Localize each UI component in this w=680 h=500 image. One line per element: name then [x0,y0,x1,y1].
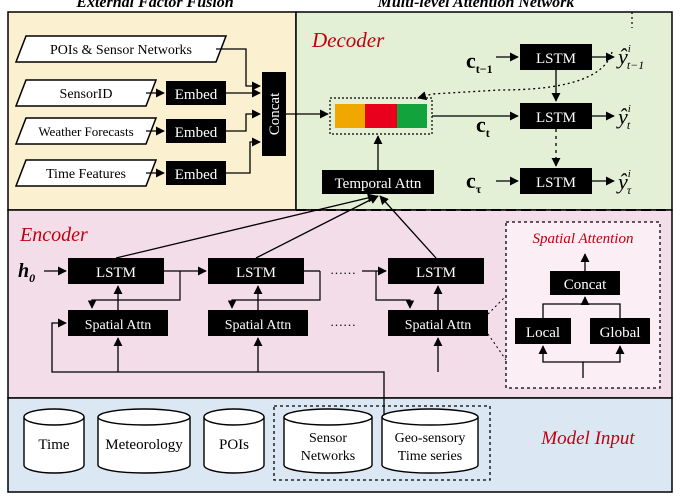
cylinder-label-line1: Geo-sensory [395,431,466,446]
spatial-attn-label: Spatial Attn [225,318,292,333]
external-input-time: Time Features [14,159,158,187]
global-box: Global [590,318,650,344]
lstm-label: LSTM [536,110,576,126]
lstm-label: LSTM [416,265,456,281]
external-input-sensorid: SensorID [14,79,158,107]
embed-box-time: Embed [166,161,226,185]
spatial-attn-box-1: Spatial Attn [68,310,168,336]
concat-box-external: Concat [262,72,286,156]
external-fusion-title: External Factor Fusion [75,0,233,11]
cylinder-label-line1: Sensor [309,431,347,446]
embed-label: Embed [175,125,218,141]
attention-cell-orange [335,104,365,128]
embed-label: Embed [175,167,218,183]
external-input-weather: Weather Forecasts [14,117,158,145]
embed-box-sensorid: Embed [166,81,226,105]
embed-box-weather: Embed [166,119,226,143]
attention-network-title: Multi-level Attention Network [377,0,575,11]
model-input-title: Model Input [540,428,635,449]
encoder-lstm-2: LSTM [208,258,304,284]
decoder-lstm-3: LSTM [520,168,592,194]
spatial-attn-label: Spatial Attn [85,318,152,333]
cylinder-label-line2: Networks [301,449,355,464]
encoder-title: Encoder [19,224,88,246]
cylinder-label: POIs [219,437,249,453]
external-input-label: POIs & Sensor Networks [50,43,192,58]
cylinder-sensor-networks: Sensor Networks [283,408,373,474]
feedback-arrow [417,51,613,101]
lstm-label: LSTM [536,175,576,191]
lstm-label: LSTM [536,51,576,67]
context-c-t: ct [476,112,490,140]
decoder-title: Decoder [311,28,385,52]
external-input-label: Weather Forecasts [38,124,133,139]
cylinder-label-line2: Time series [398,449,462,464]
spatial-attn-box-3: Spatial Attn [388,310,488,336]
encoder-lstm-1: LSTM [68,258,164,284]
spatial-concat-box: Concat [550,271,620,295]
h0-label: h0 [18,260,35,285]
spatial-attention-title: Spatial Attention [533,231,634,247]
encoder-ellipsis-2: …… [330,314,356,329]
lstm-label: LSTM [236,265,276,281]
global-label: Global [600,325,641,341]
local-label: Local [526,325,560,341]
cylinder-label: Time [38,437,69,453]
cylinder-meteorology: Meteorology [97,408,191,474]
temporal-attn-box: Temporal Attn [322,170,434,194]
external-input-label: SensorID [60,87,113,102]
attention-cell-green [397,104,427,128]
lstm-label: LSTM [96,265,136,281]
decoder-lstm-1: LSTM [520,44,592,70]
external-input-label: Time Features [46,167,126,182]
cylinder-label: Meteorology [105,437,183,453]
concat-label: Concat [564,277,607,293]
cylinder-geo-sensory: Geo-sensory Time series [381,408,479,474]
spatial-attn-box-2: Spatial Attn [208,310,308,336]
spatial-attn-label: Spatial Attn [405,318,472,333]
encoder-ellipsis-1: …… [330,262,356,277]
encoder-lstm-3: LSTM [388,258,484,284]
local-box: Local [515,318,571,344]
context-c-t-minus-1: ct−1 [466,48,493,76]
attention-cell-red [365,104,397,128]
decoder-lstm-2: LSTM [520,103,592,129]
cylinder-pois: POIs [203,408,265,474]
context-c-tau: cτ [466,168,482,196]
embed-label: Embed [175,87,218,103]
concat-label: Concat [267,92,283,135]
external-input-poi: POIs & Sensor Networks [14,35,228,63]
sensor-data-group [273,405,491,481]
cylinder-time: Time [23,408,85,474]
temporal-attn-label: Temporal Attn [335,176,422,192]
